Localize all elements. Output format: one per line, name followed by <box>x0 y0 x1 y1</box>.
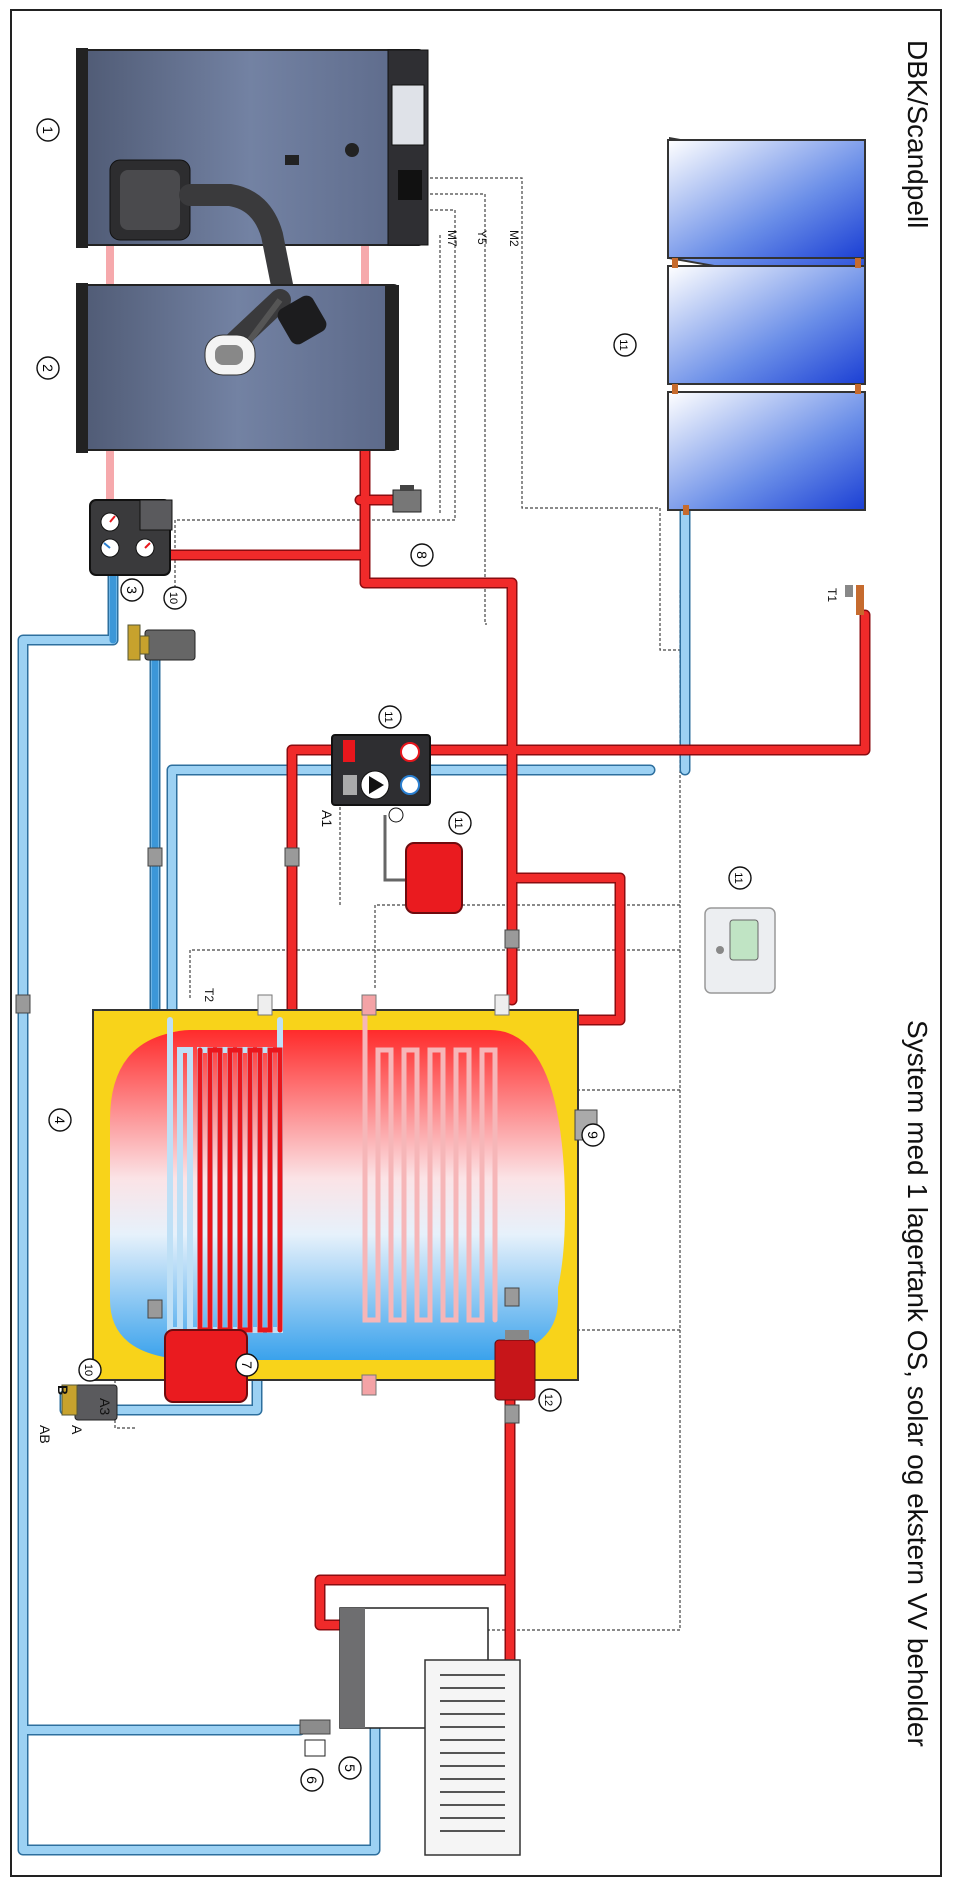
callout-number: 11 <box>382 711 394 722</box>
callout-number: 11 <box>452 817 464 828</box>
load-unit <box>89 499 173 576</box>
control-wiring <box>114 177 690 1631</box>
callout-7: 7 <box>235 1353 259 1377</box>
callout-6: 6 <box>300 1768 324 1792</box>
callout-number: 5 <box>342 1764 358 1772</box>
t2-label: T2 <box>202 988 216 1002</box>
callout-8: 8 <box>410 543 434 567</box>
port-a-label: A <box>69 1425 85 1435</box>
callout-2: 2 <box>36 356 60 380</box>
callout-number: 7 <box>239 1361 255 1369</box>
m2-label: M2 <box>507 230 521 247</box>
solar-expansion-tank <box>405 842 463 914</box>
a3-label: A3 <box>97 1398 113 1415</box>
callout-number: 12 <box>542 1394 554 1406</box>
callout-number: 2 <box>40 364 56 372</box>
circulation-pump-12 <box>494 1330 536 1401</box>
callout-number: 1 <box>40 126 56 134</box>
callout-number: 6 <box>304 1776 320 1784</box>
diagram-title: System med 1 lagertank OS, solar og ekst… <box>902 1020 933 1747</box>
callout-number: 11 <box>617 339 629 350</box>
solar-controller <box>704 907 776 994</box>
sensor-8 <box>392 485 422 513</box>
radiator <box>424 1659 521 1856</box>
ball-valves <box>15 847 520 1424</box>
callout-12: 12 <box>538 1388 562 1412</box>
callout-number: 8 <box>414 551 430 559</box>
pellet-boiler <box>76 48 429 311</box>
three-way-valve-top <box>127 624 196 661</box>
brand-label: DBK/Scandpell <box>902 40 933 228</box>
labels: DBK/Scandpell System med 1 lagertank OS,… <box>37 40 933 1747</box>
m7-label: M7 <box>445 230 459 247</box>
solar-collectors <box>667 136 866 615</box>
callout-number: 4 <box>52 1116 68 1124</box>
y5-label: Y5 <box>475 230 489 245</box>
heating-expansion-tank <box>164 1329 248 1403</box>
callout-3: 3 <box>120 578 144 602</box>
callout-11: 11 <box>728 866 752 890</box>
callout-11: 11 <box>378 705 402 729</box>
frame-border <box>10 9 942 1877</box>
three-way-valve-bottom <box>61 1384 118 1421</box>
callout-number: 10 <box>82 1364 94 1376</box>
callout-10: 10 <box>78 1358 102 1382</box>
port-ab-label: AB <box>37 1425 53 1444</box>
a1-label: A1 <box>319 810 335 827</box>
port-b-label: B <box>55 1385 71 1395</box>
callout-11: 11 <box>448 811 472 835</box>
callout-number: 9 <box>585 1131 601 1139</box>
storage-tank <box>92 994 598 1396</box>
callout-10: 10 <box>163 586 187 610</box>
callout-number: 11 <box>732 872 744 883</box>
callout-4: 4 <box>48 1108 72 1132</box>
callout-5: 5 <box>338 1756 362 1780</box>
callout-9: 9 <box>581 1123 605 1147</box>
hot-water-heater <box>299 1607 489 1757</box>
t1-label: T1 <box>825 588 839 602</box>
solar-pump-station <box>331 734 431 882</box>
callout-number: 3 <box>124 586 140 594</box>
pellet-storage <box>76 283 399 453</box>
callout-number: 10 <box>167 592 179 604</box>
callout-11: 11 <box>613 333 637 357</box>
callout-1: 1 <box>36 118 60 142</box>
